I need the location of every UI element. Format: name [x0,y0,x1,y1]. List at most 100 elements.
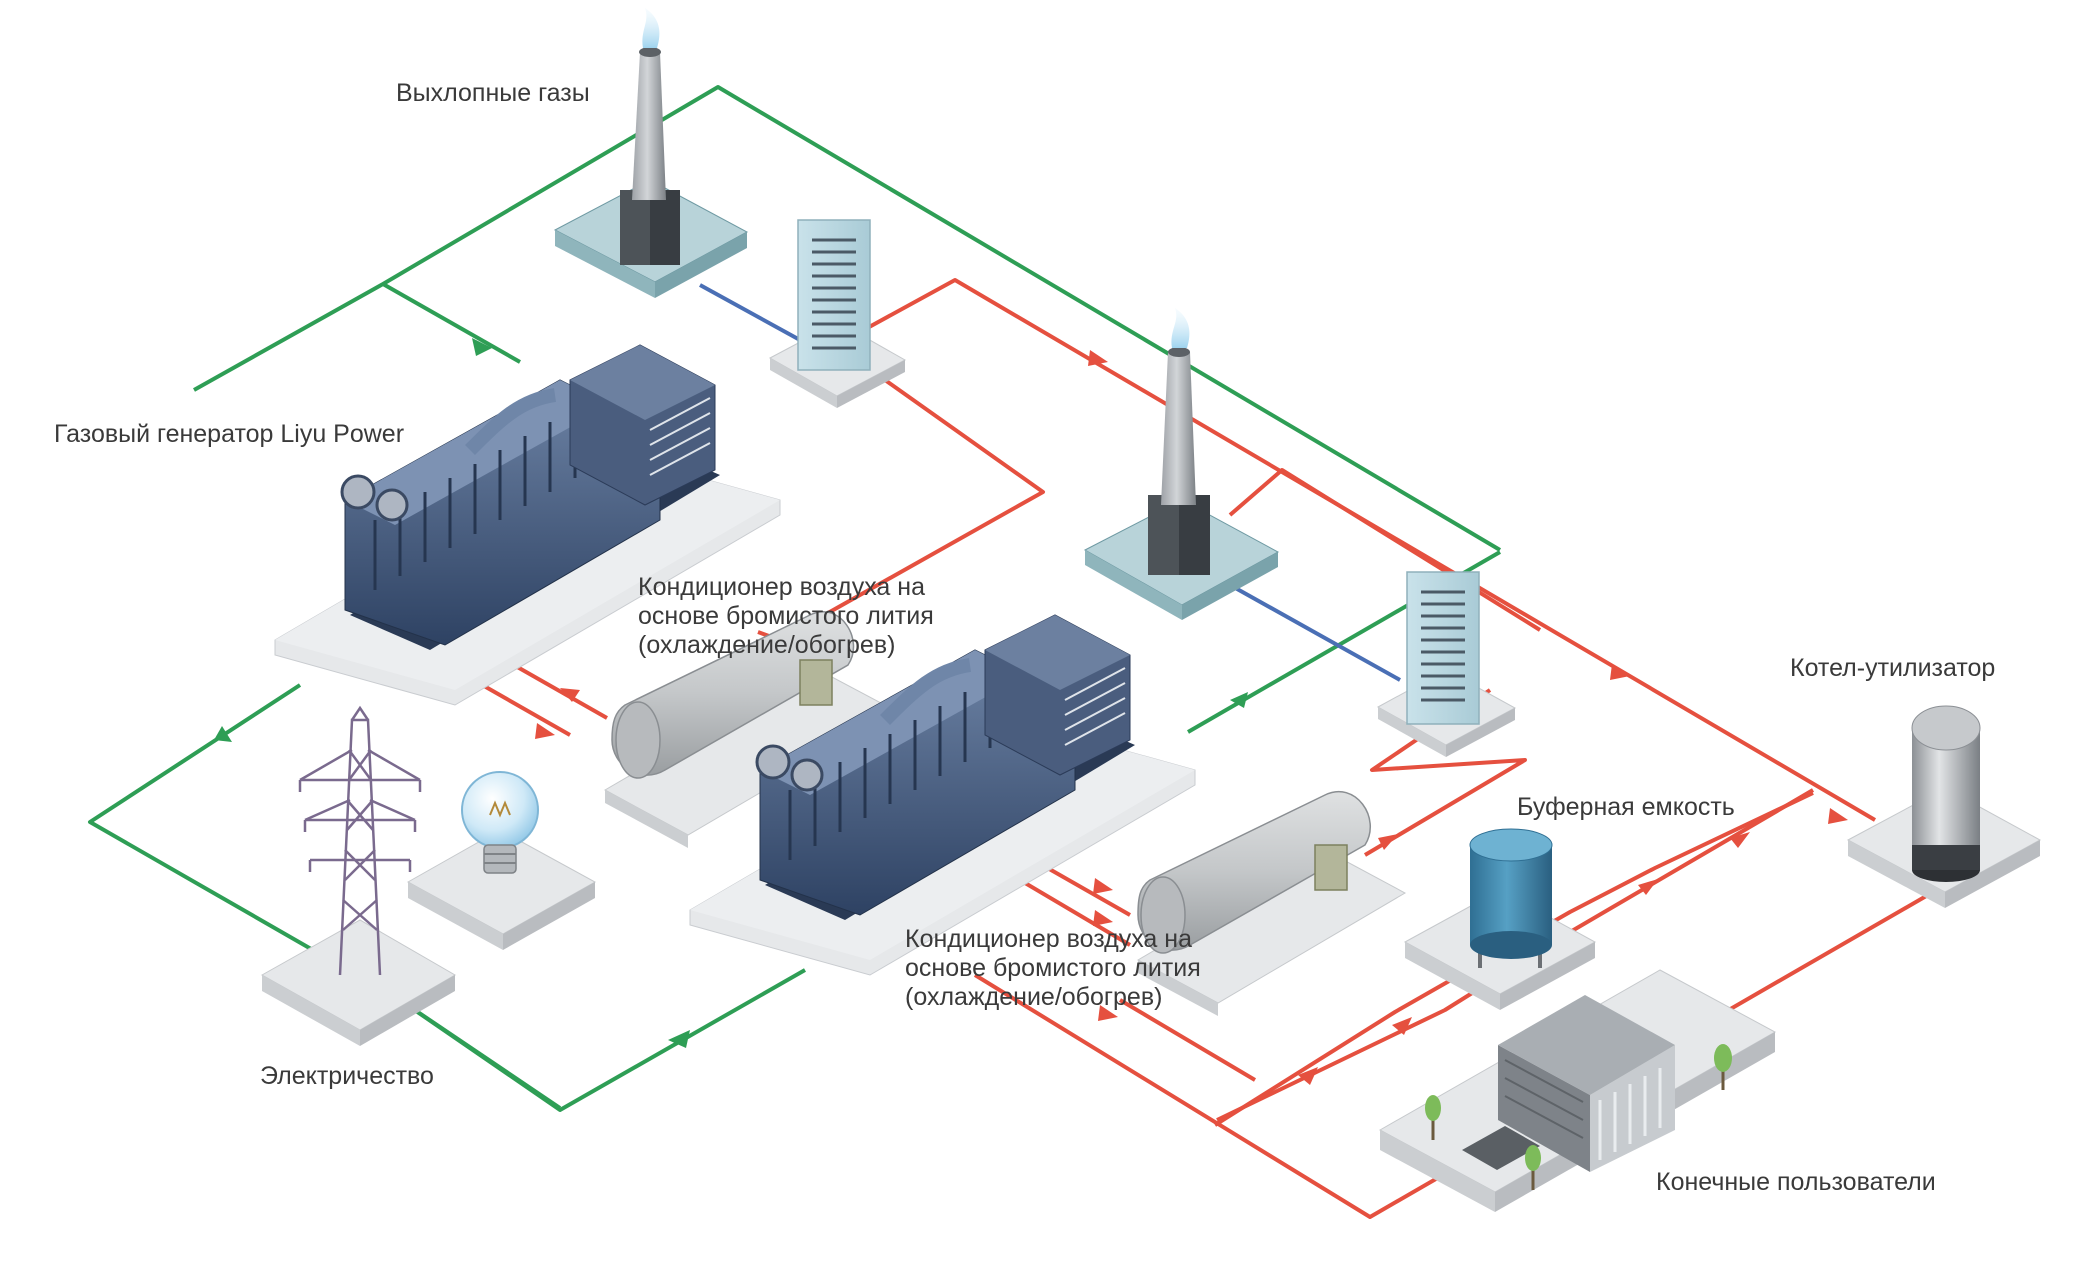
office-building-icon [1378,969,1777,1212]
heat-arrow-9 [1730,832,1750,848]
pylon-lattice [298,705,422,976]
hx-1-platform-side2 [837,360,905,408]
heat-arrow-5 [535,723,555,739]
building-platform-side [1380,1130,1495,1212]
chiller-1-platform-side [605,790,688,848]
buffer-bottom [1470,931,1552,959]
gen-1-alternator-top [570,345,715,420]
gen-2-exhaust-pipe [880,658,972,725]
stack-1-platform-side2 [655,232,747,298]
heat-line-stack2 [1228,468,1542,632]
label-buffer-tank: Буферная емкость [1517,793,1735,821]
heat-arrow-8 [1378,834,1398,850]
hx-2-platform-side [1378,707,1446,757]
buffer-body [1470,845,1552,945]
bulb-platform-side2 [503,882,595,950]
stack-1-platform-side [555,230,655,298]
stack-2-chimney [1161,352,1196,505]
heat-line-gen2-chiller2b [1018,878,1132,947]
boiler-top [1911,705,1981,751]
heat-line-bottom [973,893,1929,1219]
heat-arrow-4 [560,688,580,702]
heat-arrow-11 [1392,1017,1412,1035]
heat-line-upper [859,278,1877,822]
exhaust-line-1 [699,283,801,342]
power-arrow-3 [1230,692,1248,708]
gen-2-turbo-1 [755,744,791,780]
exhaust-lines [699,283,1401,682]
heat-arrow-3 [1828,808,1848,824]
label-recovery-boiler: Котел-утилизатор [1790,654,1996,682]
gen-2-turbo-2 [790,758,824,792]
buffer-tank-icon [1403,828,1597,1010]
power-flow-arrows [214,338,1248,1048]
chiller-1-end [615,701,661,779]
gas-generator-icon [274,344,781,706]
hx-1-coils [812,238,856,350]
pylon-platform-side [262,975,360,1046]
gen-1-engine-top [345,380,610,525]
building-right-face [1590,1045,1675,1172]
recovery-boiler-icon [1846,705,2042,908]
heat-arrow-6 [1093,878,1113,894]
building-windows-left [1504,1059,1584,1139]
label-exhaust-gases: Выхлопные газы [396,79,590,107]
hx-1-body [797,219,871,371]
stack-2-smoke [1171,308,1190,348]
gen-1-exhaust-pipe [465,388,557,455]
power-pylon-icon [260,705,456,1046]
label-electricity: Электричество [260,1062,434,1090]
gen-1-turbo-2 [375,488,409,522]
buffer-platform-side [1405,942,1500,1010]
heat-line-gen1-chiller1 [469,676,571,737]
heat-arrow-12 [1298,1067,1318,1085]
absorption-chiller-icon [1136,790,1407,1016]
stack-2-base-face [1179,495,1210,575]
stack-1-base-face [650,190,680,265]
stack-1-chimney [632,52,666,200]
gen-2-engine-top [760,650,1025,795]
stack-2-top [1168,347,1190,357]
bulb-base [483,844,517,874]
label-end-users: Конечные пользователи [1656,1168,1936,1196]
stack-1-top [639,47,661,57]
hx-1-platform-side [770,358,837,408]
exhaust-stack-icon [1083,308,1280,620]
heat-arrow-13 [1098,1005,1118,1021]
heat-exchanger-icon [768,219,907,408]
building-left-face [1498,1045,1590,1172]
heat-exchanger-icon [1376,571,1517,757]
absorption-chiller-icon [603,611,900,848]
heat-line-buffer-return [1213,791,1814,1127]
boiler-platform-side2 [1945,840,2040,908]
stack-2-platform-side2 [1182,552,1278,620]
bulb-platform-side [408,882,503,950]
chiller-1-panel [799,659,833,706]
exhaust-line-2 [1229,583,1401,682]
power-line-top [193,85,1502,552]
heat-arrow-1 [1088,350,1108,366]
chiller-2-end [1140,876,1186,954]
heat-arrow-7 [1093,910,1113,926]
buffer-top [1469,828,1553,862]
power-arrow-4 [668,1030,690,1048]
exhaust-stack-icon [553,8,749,298]
boiler-platform-side [1848,840,1945,908]
gen-1-turbo-1 [340,474,376,510]
gas-generator-icon [689,614,1196,976]
power-arrow-2 [214,726,232,742]
hx-2-coils [1421,590,1465,702]
gen-2-grille [1064,667,1126,746]
gen-2-alternator-top [985,615,1130,690]
gen-1-grille [649,397,711,476]
heat-line-chiller2-out [1118,998,1257,1082]
heat-arrow-2 [1610,664,1630,680]
label-chiller-2: Кондиционер воздуха на основе бромистого… [905,925,1201,1011]
bulb-filament [489,800,511,818]
boiler-band [1912,845,1980,870]
bulb-glass [461,771,539,849]
building-windows [1598,1068,1662,1160]
label-gas-generator: Газовый генератор Liyu Power [54,420,405,448]
